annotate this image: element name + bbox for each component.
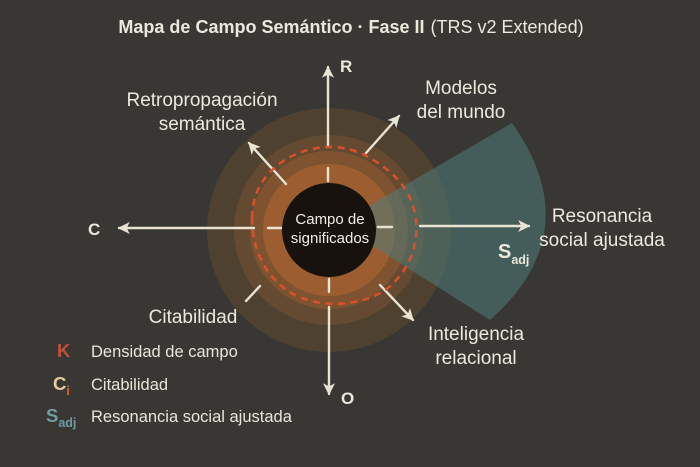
axis-label-sadj-sub: adj <box>511 253 529 267</box>
label-inteligencia-line2: relacional <box>435 348 516 369</box>
axis-label-o: O <box>341 389 354 408</box>
axis-label-sadj: Sadj <box>498 241 529 267</box>
legend-symbol-k: K <box>57 340 71 361</box>
legend-label-densidad: Densidad de campo <box>91 343 238 361</box>
diagram-title-main: Mapa de Campo Semántico · Fase II <box>118 17 424 37</box>
resonance-wedge <box>338 123 546 320</box>
center-label-line2: significados <box>291 230 369 247</box>
legend-row-citabilidad: Ci Citabilidad <box>53 373 168 398</box>
arrow-modelos <box>364 114 401 155</box>
arrow-inteligencia <box>378 283 415 322</box>
label-modelos-line2: del mundo <box>417 102 506 123</box>
legend-symbol-ci: Ci <box>53 373 70 398</box>
axis-label-sadj-main: S <box>498 241 511 263</box>
center-circle <box>282 183 376 277</box>
axis-label-r: R <box>340 57 352 76</box>
legend-symbol-sadj-main: S <box>46 405 58 426</box>
arrows <box>117 65 531 396</box>
label-modelos-line1: Modelos <box>425 78 497 99</box>
label-retropropagacion-line2: semántica <box>159 114 246 135</box>
legend-label-citabilidad: Citabilidad <box>91 376 168 394</box>
arrow-retropropagacion <box>247 141 288 186</box>
legend-symbol-sadj-sub: adj <box>58 416 76 430</box>
legend-row-resonancia: Sadj Resonancia social ajustada <box>46 405 293 430</box>
label-citabilidad: Citabilidad <box>149 307 238 328</box>
legend-label-resonancia: Resonancia social ajustada <box>91 408 293 426</box>
diagram-title: Mapa de Campo Semántico · Fase II (TRS v2… <box>118 17 583 37</box>
legend: K Densidad de campo Ci Citabilidad Sadj … <box>46 340 293 430</box>
label-resonancia-line2: social ajustada <box>539 230 665 251</box>
legend-symbol-k-main: K <box>57 340 71 361</box>
axis-label-c: C <box>88 220 100 239</box>
legend-row-densidad: K Densidad de campo <box>57 340 238 361</box>
label-retropropagacion-line1: Retropropagación <box>126 90 277 111</box>
label-inteligencia-line1: Inteligencia <box>428 324 525 345</box>
legend-symbol-sadj: Sadj <box>46 405 76 430</box>
dashed-field-boundary <box>250 145 418 306</box>
diagram-title-suffix: (TRS v2 Extended) <box>431 17 584 37</box>
center-label-line1: Campo de <box>295 211 364 228</box>
leader-citabilidad <box>244 284 262 303</box>
label-resonancia-line1: Resonancia <box>552 206 653 227</box>
legend-symbol-ci-sub: i <box>66 384 69 398</box>
legend-symbol-ci-main: C <box>53 373 66 394</box>
